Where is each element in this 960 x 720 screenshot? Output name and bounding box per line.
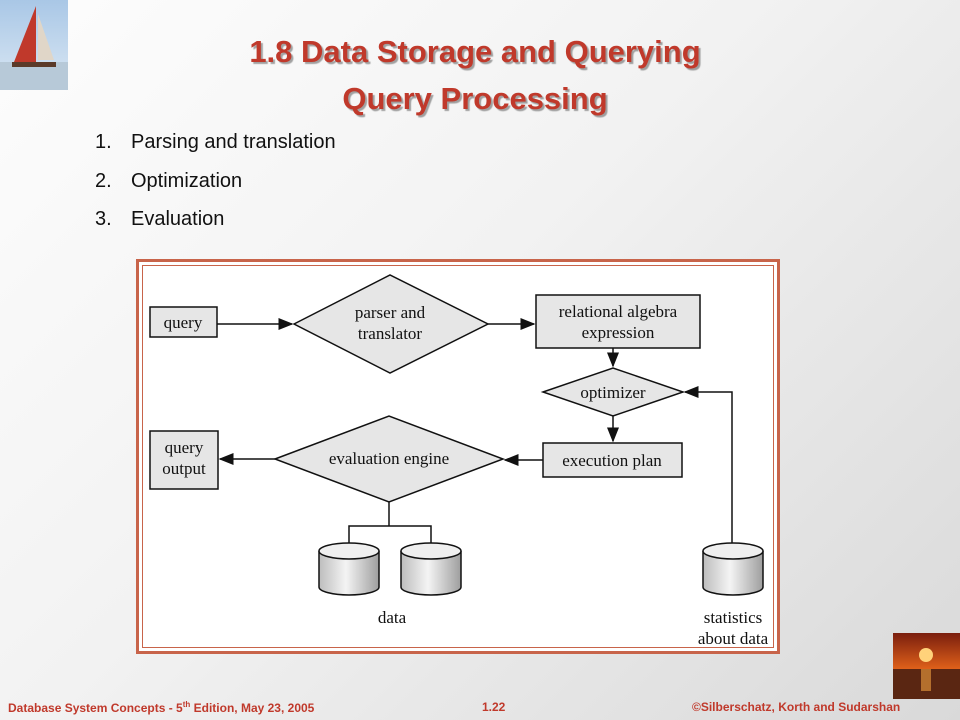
arrow-stats-to-optimizer: [683, 386, 733, 545]
steps-list: 1. Parsing and translation 2. Optimization…: [95, 130, 336, 246]
relational-algebra-label-line1: relational algebra: [559, 302, 678, 321]
parser-label-line1: parser and: [355, 303, 426, 322]
statistics-label-line1: statistics: [704, 608, 763, 627]
query-output-label-line1: query: [165, 438, 204, 457]
footer-copyright: ©Silberschatz, Korth and Sudarshan: [692, 700, 901, 714]
relational-algebra-box: [535, 294, 701, 349]
execution-plan-label: execution plan: [562, 451, 662, 470]
query-output-label-line2: output: [162, 459, 206, 478]
statistics-cylinder-icon: [702, 542, 764, 596]
data-label: data: [378, 608, 407, 627]
sailboat-logo-icon: [0, 0, 68, 90]
data-fork-line: [348, 525, 432, 545]
list-item-text: Parsing and translation: [131, 131, 336, 153]
database-cylinder-icon: [318, 542, 380, 596]
diagram-canvas: query parser and translator relational a…: [149, 274, 769, 648]
sunset-logo-icon: [893, 633, 960, 699]
list-item: 1. Parsing and translation: [95, 130, 336, 169]
slide-title: 1.8 Data Storage and Querying: [249, 34, 701, 69]
slide-subtitle: Query Processing: [342, 81, 608, 116]
parser-label-line2: translator: [358, 324, 423, 343]
footer-book-info: Database System Concepts - 5th Edition, …: [8, 700, 315, 715]
query-box: [149, 306, 218, 338]
list-item: 3. Evaluation: [95, 207, 336, 246]
query-processing-diagram: query parser and translator relational a…: [136, 259, 780, 654]
evaluation-engine-label: evaluation engine: [329, 449, 449, 468]
query-output-box: [149, 430, 219, 490]
diagram-inner-border: [142, 265, 774, 648]
list-item: 2. Optimization: [95, 169, 336, 208]
list-item-number: 1.: [95, 131, 112, 153]
optimizer-diamond: [540, 367, 686, 417]
evaluation-engine-diamond: [272, 415, 506, 503]
list-item-number: 2.: [95, 169, 112, 192]
relational-algebra-label-line2: expression: [582, 323, 655, 342]
list-item-text: Evaluation: [131, 208, 225, 230]
optimizer-label: optimizer: [580, 383, 645, 402]
query-label: query: [164, 313, 203, 332]
list-item-number: 3.: [95, 208, 112, 230]
list-item-text: Optimization: [131, 169, 243, 192]
execution-plan-box: [542, 442, 683, 478]
database-cylinder-icon: [400, 542, 462, 596]
statistics-label-line2: about data: [698, 629, 769, 648]
footer-page-number: 1.22: [482, 700, 506, 714]
